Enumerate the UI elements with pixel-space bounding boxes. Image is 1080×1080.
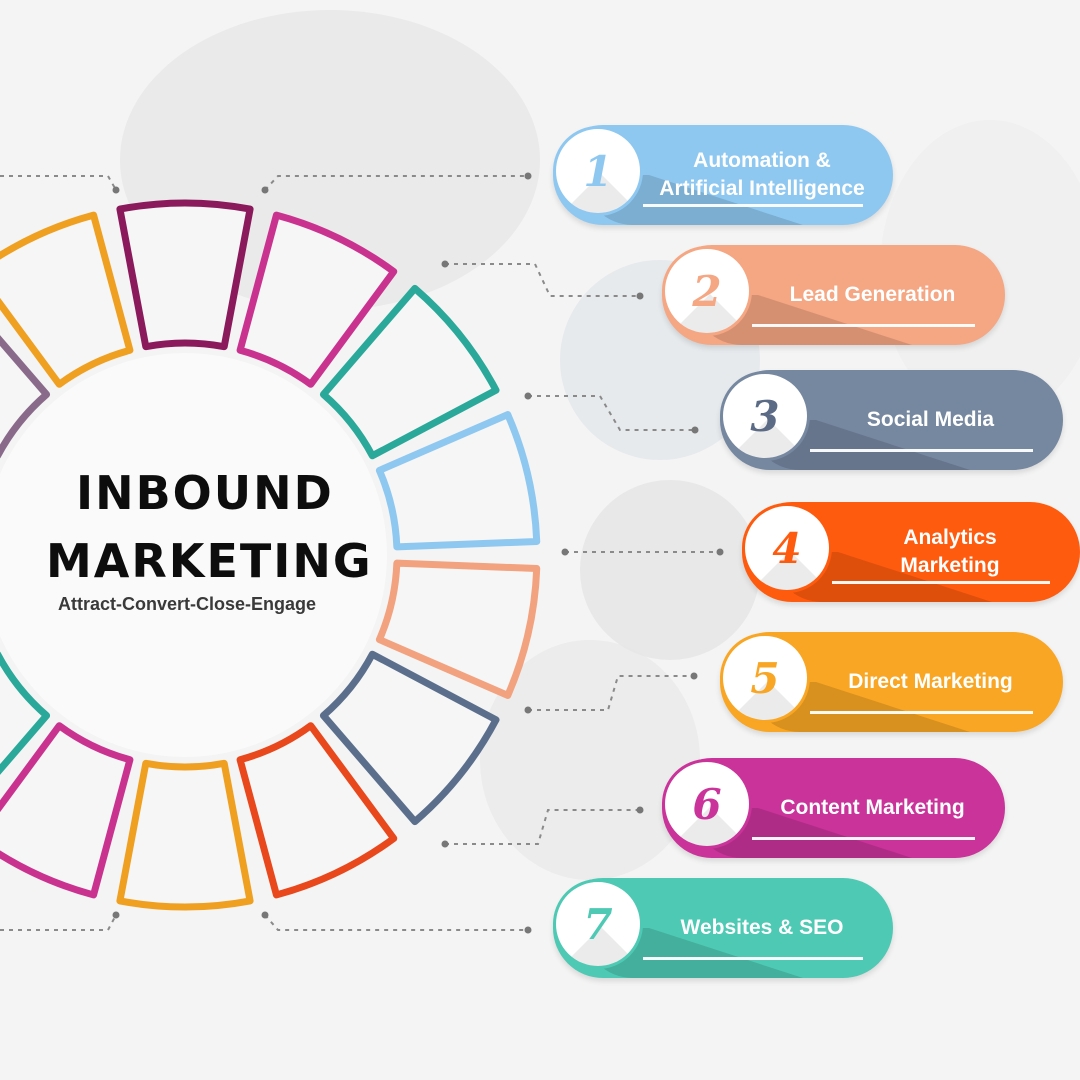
ring-segment bbox=[236, 211, 398, 388]
ring-center bbox=[0, 353, 387, 757]
pill-underline bbox=[752, 837, 975, 840]
connector-dot bbox=[524, 392, 532, 400]
badge-number: 2 bbox=[692, 266, 722, 316]
number-badge: 3 bbox=[720, 371, 810, 461]
number-badge: 1 bbox=[553, 126, 643, 216]
connector-dot bbox=[716, 548, 724, 556]
pill-underline bbox=[643, 204, 863, 207]
dotted-connectors bbox=[0, 172, 724, 934]
connector-dot bbox=[690, 672, 698, 680]
ring-segment bbox=[319, 284, 500, 460]
ring-segment bbox=[0, 335, 51, 459]
pill-underline bbox=[643, 957, 863, 960]
number-badge: 2 bbox=[662, 246, 752, 336]
number-badge: 7 bbox=[553, 879, 643, 969]
connector-dot bbox=[524, 926, 532, 934]
ring-segment bbox=[0, 651, 51, 775]
dotted-connector bbox=[445, 263, 640, 297]
strategy-pill-3: Social Media 3 bbox=[720, 370, 1063, 470]
pill-underline bbox=[810, 449, 1033, 452]
segmented-ring bbox=[0, 199, 541, 911]
ring-segment bbox=[375, 411, 541, 551]
connector-dot bbox=[636, 806, 644, 814]
connector-dot bbox=[441, 840, 449, 848]
strategy-pill-7: Websites & SEO 7 bbox=[553, 878, 893, 978]
dotted-connector bbox=[0, 914, 117, 931]
strategy-label: Content Marketing bbox=[754, 758, 991, 858]
pill-underline bbox=[832, 581, 1050, 584]
connector-dot bbox=[691, 426, 699, 434]
dotted-connector bbox=[264, 175, 528, 191]
ring-segment bbox=[375, 559, 541, 699]
ring-segment bbox=[116, 199, 254, 351]
strategy-pill-1: Automation & Artificial Intelligence 1 bbox=[553, 125, 893, 225]
strategy-label-line: Analytics bbox=[903, 525, 997, 549]
connector-dot bbox=[112, 186, 120, 194]
strategy-pill-6: Content Marketing 6 bbox=[662, 758, 1005, 858]
strategy-label: Direct Marketing bbox=[812, 632, 1049, 732]
subtitle: Attract-Convert-Close-Engage bbox=[58, 594, 317, 614]
strategy-label: Websites & SEO bbox=[645, 878, 879, 978]
strategy-pill-2: Lead Generation 2 bbox=[662, 245, 1005, 345]
pill-underline bbox=[752, 324, 975, 327]
number-badge: 5 bbox=[720, 633, 810, 723]
strategy-pill-5: Direct Marketing 5 bbox=[720, 632, 1063, 732]
connector-dot bbox=[112, 911, 120, 919]
connector-dot bbox=[561, 548, 569, 556]
ring-segment bbox=[236, 722, 398, 899]
background-photo bbox=[580, 480, 760, 660]
strategy-label-line: Marketing bbox=[900, 554, 1000, 577]
connector-dot bbox=[524, 706, 532, 714]
strategy-label-line: Social Media bbox=[866, 407, 995, 431]
number-badge: 4 bbox=[742, 503, 832, 593]
strategy-label-line: Content Marketing bbox=[780, 795, 965, 819]
strategy-label-line: Lead Generation bbox=[789, 282, 956, 306]
dotted-connector bbox=[528, 675, 694, 711]
title-line-2: MARKETING bbox=[46, 534, 373, 588]
ring-segment bbox=[116, 759, 254, 911]
title-line-1: INBOUND bbox=[76, 466, 334, 520]
strategy-label: Social Media bbox=[812, 370, 1049, 470]
connector-dot bbox=[261, 911, 269, 919]
badge-number: 6 bbox=[692, 779, 722, 829]
ring-segment bbox=[0, 722, 134, 899]
strategy-label-line: Direct Marketing bbox=[848, 669, 1013, 693]
strategy-label-line: Websites & SEO bbox=[680, 915, 844, 939]
number-badge: 6 bbox=[662, 759, 752, 849]
connector-dot bbox=[261, 186, 269, 194]
dotted-connector bbox=[0, 175, 117, 191]
ring-segment bbox=[319, 650, 500, 826]
strategy-label-line: Artificial Intelligence bbox=[659, 177, 865, 200]
ring-segment bbox=[0, 211, 134, 388]
badge-number: 7 bbox=[583, 899, 613, 949]
connector-dot bbox=[524, 172, 532, 180]
connector-dot bbox=[636, 292, 644, 300]
strategy-label-line: Automation & bbox=[693, 148, 831, 172]
strategy-label: Automation & Artificial Intelligence bbox=[645, 125, 879, 225]
dotted-connector bbox=[264, 914, 528, 931]
strategy-label: Lead Generation bbox=[754, 245, 991, 345]
dotted-connector bbox=[445, 809, 640, 845]
badge-number: 5 bbox=[750, 653, 780, 703]
badge-number: 4 bbox=[772, 523, 802, 573]
dotted-connector bbox=[528, 395, 695, 431]
connector-dot bbox=[441, 260, 449, 268]
pill-underline bbox=[810, 711, 1033, 714]
badge-number: 3 bbox=[750, 391, 780, 441]
badge-number: 1 bbox=[583, 146, 613, 196]
